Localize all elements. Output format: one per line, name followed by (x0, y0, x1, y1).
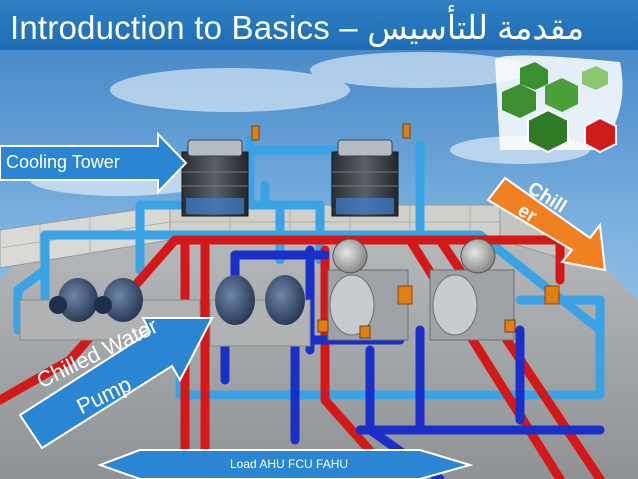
cooling-tower-label: Cooling Tower (6, 152, 120, 172)
title-separator: – (339, 9, 358, 46)
cooling-tower-callout: Cooling Tower (0, 144, 188, 182)
title-bar: Introduction to Basics – مقدمة للتأسيس (0, 0, 638, 50)
valve-icon (251, 123, 516, 339)
chiller-callout: Chill er (485, 178, 595, 264)
load-label: Load AHU FCU FAHU (230, 457, 349, 471)
page-title: Introduction to Basics – مقدمة للتأسيس (10, 8, 584, 47)
chiller-arrow (486, 176, 607, 272)
title-arabic: مقدمة للتأسيس (367, 9, 585, 46)
chilled-water-pump-callout: Chilled Water Pump (20, 313, 220, 430)
title-english: Introduction to Basics (10, 9, 330, 46)
chilled-water-pump-arrow (18, 317, 214, 450)
cooling-tower-icon (331, 139, 399, 217)
load-arrow (97, 449, 474, 479)
cooling-tower-arrow (0, 131, 188, 195)
chiller-icon (429, 238, 560, 341)
pump-icon (209, 275, 311, 347)
cooling-tower-icon (181, 139, 249, 217)
logo-hexagons-icon (495, 55, 623, 154)
pump-label-line1: Chilled Water (32, 313, 162, 394)
load-callout: Load AHU FCU FAHU (100, 443, 470, 479)
pump-label-line2: Pump (72, 371, 136, 420)
chiller-icon (327, 238, 413, 341)
